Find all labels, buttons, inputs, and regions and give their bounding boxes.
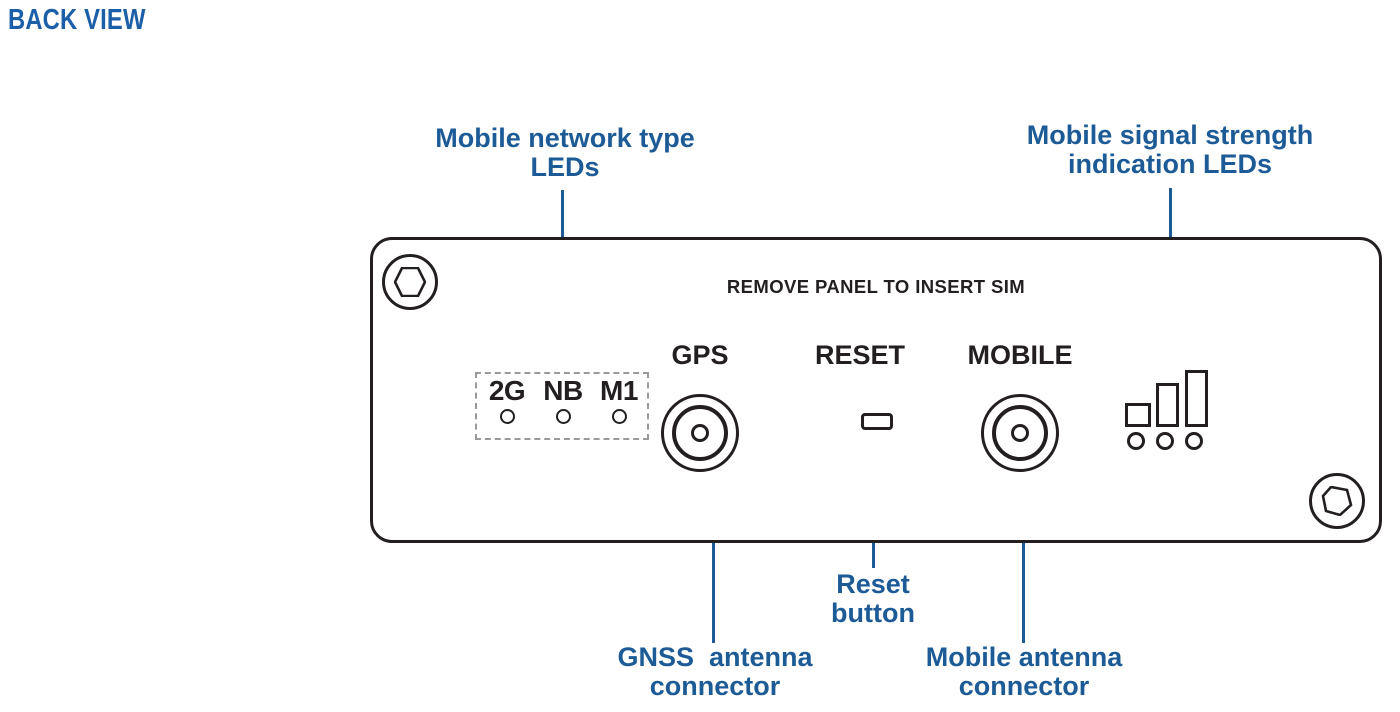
led-label-m1: M1: [600, 375, 638, 406]
port-caption-mobile: MOBILE: [967, 340, 1073, 370]
callout-label-gnss-connector: GNSS antenna connector: [617, 642, 813, 702]
connector-inner-ring: [992, 405, 1048, 461]
reset-button[interactable]: [861, 413, 893, 430]
led-cell-m1: M1: [593, 377, 645, 424]
connector-center-pin: [691, 424, 709, 442]
led-cell-nb: NB: [537, 377, 589, 424]
signal-bar-1: [1125, 403, 1151, 427]
led-label-nb: NB: [543, 375, 583, 406]
gnss-antenna-connector[interactable]: [661, 394, 739, 472]
signal-led-2: [1156, 432, 1174, 450]
panel-header-text: REMOVE PANEL TO INSERT SIM: [726, 276, 1026, 297]
port-caption-reset: RESET: [814, 340, 906, 370]
callout-label-reset-button: Reset button: [831, 569, 915, 629]
signal-bar-3: [1185, 370, 1208, 427]
mobile-antenna-connector[interactable]: [981, 394, 1059, 472]
hex-socket-icon: [394, 267, 426, 297]
leader-line-mobile-connector: [1022, 466, 1025, 643]
connector-inner-ring: [672, 405, 728, 461]
led-cell-2g: 2G: [481, 377, 533, 424]
screw-bottom-right: [1309, 473, 1365, 529]
screw-top-left: [382, 254, 438, 310]
hex-socket-icon: [1321, 486, 1353, 516]
led-indicator-2g: [499, 409, 515, 424]
callout-label-signal-leds: Mobile signal strength indication LEDs: [1026, 120, 1314, 180]
callout-label-network-leds: Mobile network type LEDs: [435, 123, 695, 183]
signal-strength-indicator: [1125, 370, 1211, 450]
led-indicator-m1: [611, 409, 627, 424]
signal-bar-2: [1156, 383, 1179, 427]
callout-label-mobile-connector: Mobile antenna connector: [925, 642, 1123, 702]
led-indicator-nb: [555, 409, 571, 424]
connector-center-pin: [1011, 424, 1029, 442]
leader-line-gnss-connector: [712, 466, 715, 643]
signal-led-1: [1127, 432, 1145, 450]
led-label-2g: 2G: [488, 375, 526, 406]
port-caption-gps: GPS: [671, 340, 729, 370]
page-title: BACK VIEW: [8, 4, 146, 36]
signal-led-3: [1185, 432, 1203, 450]
network-type-led-group: 2G NB M1: [475, 372, 649, 440]
connector-outer-ring: [981, 394, 1059, 472]
connector-outer-ring: [661, 394, 739, 472]
device-back-panel: REMOVE PANEL TO INSERT SIM GPS RESET MOB…: [370, 237, 1382, 543]
